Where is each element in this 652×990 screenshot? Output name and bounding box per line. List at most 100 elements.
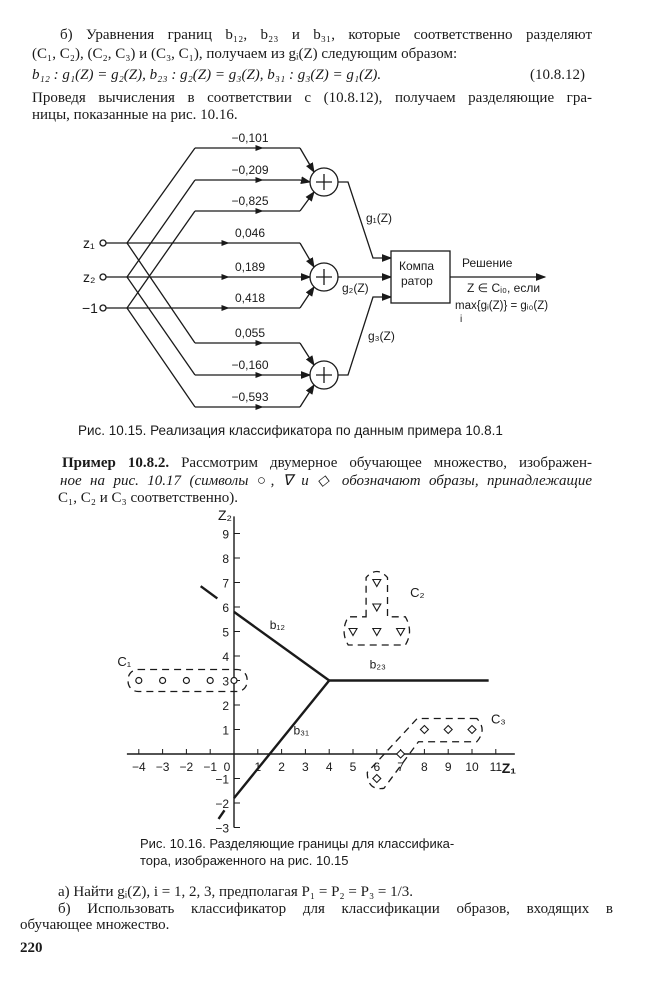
comparator-label: ратор bbox=[401, 274, 433, 288]
y-tick-label: 7 bbox=[222, 577, 229, 591]
adder-input-wire bbox=[299, 383, 315, 408]
x-axis-label: Z₁ bbox=[502, 760, 517, 776]
boundary-line-0 bbox=[233, 610, 330, 682]
boundary-line-2 bbox=[233, 679, 331, 799]
paragraph-line: ницы, показанные на рис. 10.16. bbox=[32, 107, 238, 123]
input-label: z₂ bbox=[83, 269, 95, 285]
figure-caption: Рис. 10.15. Реализация классификатора по… bbox=[78, 423, 503, 438]
branch-wire bbox=[126, 179, 196, 278]
weight-label: −0,101 bbox=[231, 131, 268, 145]
paragraph-line: б) Уравнения границ b₁₂, b₂₃ и b₃₁, кото… bbox=[60, 27, 592, 43]
adder-input-wire bbox=[299, 242, 315, 269]
boundary-label: b₁₂ bbox=[270, 618, 286, 632]
arrow-icon bbox=[221, 240, 230, 246]
arrow-icon bbox=[255, 340, 264, 346]
adder-input-wire bbox=[299, 342, 315, 367]
plus-icon bbox=[316, 367, 332, 383]
class-c3-point bbox=[467, 724, 477, 735]
task-b-continued: обучающее множество. bbox=[20, 917, 170, 933]
class-c2-point bbox=[348, 627, 358, 637]
x-tick-label: 5 bbox=[350, 760, 357, 774]
x-tick-label: 0 bbox=[224, 760, 231, 774]
example-title: Пример 10.8.2. bbox=[62, 455, 170, 471]
arrow-icon bbox=[255, 177, 264, 183]
input-label: z₁ bbox=[83, 235, 95, 251]
page-number: 220 bbox=[20, 940, 43, 956]
weight-label: 0,055 bbox=[235, 326, 265, 340]
x-tick-label: −2 bbox=[180, 760, 194, 774]
decision-rule: max{gᵢ(Z)} = gᵢ₀(Z) bbox=[455, 300, 548, 312]
x-tick-label: 11 bbox=[490, 760, 503, 774]
output-label: g₁(Z) bbox=[366, 211, 392, 225]
class-c2-enclosure bbox=[343, 570, 411, 646]
weight-label: −0,209 bbox=[231, 163, 268, 177]
x-tick-label: −4 bbox=[132, 760, 146, 774]
adder-input-wire bbox=[299, 176, 312, 185]
class-c1-point bbox=[206, 676, 214, 685]
x-tick-label: 8 bbox=[421, 760, 428, 774]
y-tick-label: −1 bbox=[215, 773, 229, 787]
y-tick-label: 9 bbox=[222, 528, 229, 542]
equation-number: (10.8.12) bbox=[530, 67, 585, 83]
class-c3-point bbox=[372, 773, 382, 784]
boundary-label: b₃₁ bbox=[294, 723, 310, 737]
class-c2-point bbox=[371, 627, 382, 637]
branch-wire bbox=[126, 307, 196, 408]
boundary-b12-extension bbox=[199, 585, 219, 600]
class-c3-point bbox=[419, 724, 430, 735]
class-c3-point bbox=[443, 724, 453, 735]
paragraph-line: (C₁, C₂), (C₂, C₃) и (C₃, C₁), получаем … bbox=[32, 46, 458, 62]
example-line: C₁, C₂ и C₃ соответственно). bbox=[58, 490, 239, 506]
x-tick-label: −3 bbox=[156, 760, 170, 774]
x-tick-label: 10 bbox=[465, 760, 479, 774]
g3-wire bbox=[338, 293, 393, 376]
g1-wire bbox=[338, 181, 393, 262]
class-c1-enclosure bbox=[127, 668, 248, 693]
comparator-box bbox=[390, 250, 451, 304]
adder-input-wire bbox=[299, 285, 315, 309]
branch-wire bbox=[126, 147, 196, 244]
weight-label: −0,593 bbox=[231, 390, 268, 404]
class-c1-point bbox=[182, 676, 190, 685]
y-tick-label: 4 bbox=[222, 650, 229, 664]
weight-label: 0,046 bbox=[235, 226, 265, 240]
task-a: а) Найти gᵢ(Z), i = 1, 2, 3, предполагая… bbox=[58, 884, 414, 900]
x-tick-label: 2 bbox=[278, 760, 285, 774]
comparator-label: Компа bbox=[399, 259, 434, 273]
example-line: ное на рис. 10.17 (символы ○, ∇ и ◇ обоз… bbox=[60, 473, 592, 489]
class-label: C₂ bbox=[410, 585, 424, 600]
class-c1-point bbox=[230, 676, 238, 685]
decision-rule: Z ∈ Cᵢ₀, если bbox=[467, 281, 540, 295]
arrow-icon bbox=[221, 305, 230, 311]
plus-icon bbox=[316, 174, 332, 190]
weight-label: −0,160 bbox=[231, 358, 268, 372]
x-tick-label: 3 bbox=[302, 760, 309, 774]
equation: b₁₂ : g₁(Z) = g₂(Z), b₂₃ : g₂(Z) = g₃(Z)… bbox=[32, 67, 382, 83]
paragraph-line: Проведя вычисления в соответствии с (10.… bbox=[32, 90, 592, 106]
arrow-icon bbox=[255, 145, 264, 151]
class-c3-enclosure bbox=[366, 717, 483, 790]
weight-label: 0,189 bbox=[235, 260, 265, 274]
y-tick-label: 3 bbox=[222, 675, 229, 689]
y-tick-label: 8 bbox=[222, 552, 229, 566]
y-axis-label: Z₂ bbox=[218, 507, 232, 523]
decision-label: Решение bbox=[462, 256, 513, 270]
arrow-icon bbox=[255, 208, 264, 214]
boundary-label: b₂₃ bbox=[370, 657, 386, 671]
weight-label: 0,418 bbox=[235, 291, 265, 305]
example-line: Пример 10.8.2. Рассмотрим двумерное обуч… bbox=[62, 454, 592, 473]
x-tick-label: 4 bbox=[326, 760, 333, 774]
output-label: g₂(Z) bbox=[342, 281, 369, 295]
branch-wire bbox=[126, 210, 196, 309]
branch-wire bbox=[126, 276, 196, 376]
x-tick-label: 6 bbox=[373, 760, 380, 774]
x-tick-label: 9 bbox=[445, 760, 452, 774]
branch-wire bbox=[126, 242, 196, 344]
y-tick-label: 5 bbox=[222, 626, 229, 640]
arrow-icon bbox=[255, 372, 264, 378]
adder-input-wire bbox=[299, 190, 315, 212]
figure-caption: Рис. 10.16. Разделяющие границы для клас… bbox=[140, 836, 455, 851]
class-c2-point bbox=[371, 603, 382, 613]
